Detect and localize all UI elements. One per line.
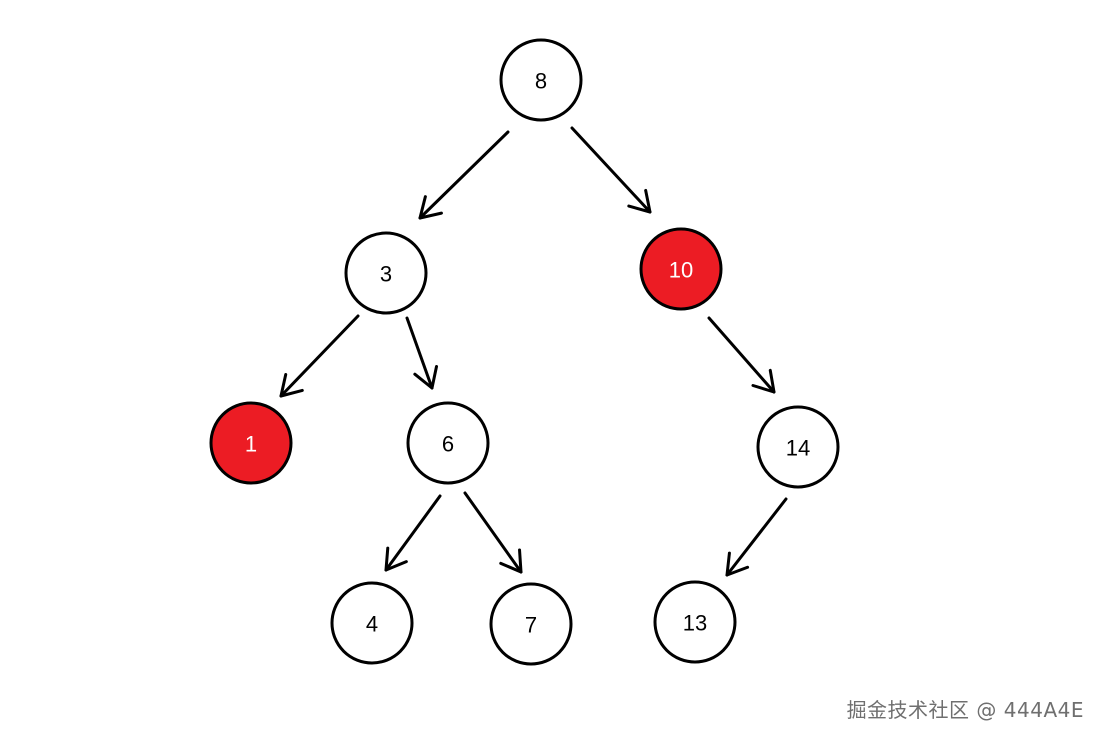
node-label: 10 bbox=[669, 258, 693, 283]
node-circle bbox=[653, 580, 737, 664]
node-label: 14 bbox=[786, 436, 810, 461]
edge-line bbox=[405, 316, 434, 390]
node-circle bbox=[344, 231, 428, 315]
tree-node-4: 4 bbox=[330, 581, 414, 665]
arrowhead-icon bbox=[413, 364, 439, 390]
node-layer: 8 3 10 1 6 14 4 7 13 bbox=[209, 38, 840, 666]
edge-arrow-n6-n7 bbox=[463, 491, 523, 574]
watermark-text: 掘金技术社区 @ 444A4E bbox=[846, 698, 1084, 722]
node-label: 8 bbox=[535, 69, 547, 94]
edge-arrow-n10-n14 bbox=[707, 316, 776, 394]
node-circle bbox=[406, 401, 490, 485]
red-node-circle bbox=[639, 227, 723, 311]
node-circle bbox=[489, 582, 573, 666]
edge-arrow-n8-n3 bbox=[418, 130, 510, 220]
tree-node-6: 6 bbox=[406, 401, 490, 485]
edge-line bbox=[384, 494, 442, 572]
tree-node-7: 7 bbox=[489, 582, 573, 666]
red-node-circle bbox=[209, 401, 293, 485]
edge-line bbox=[725, 497, 788, 577]
node-label: 13 bbox=[683, 611, 707, 636]
node-circle bbox=[330, 581, 414, 665]
edge-line bbox=[418, 130, 510, 220]
edge-arrow-n14-n13 bbox=[725, 497, 788, 577]
arrowhead-icon bbox=[499, 548, 523, 574]
tree-node-1: 1 bbox=[209, 401, 293, 485]
edge-line bbox=[279, 314, 360, 398]
node-label: 4 bbox=[366, 612, 378, 637]
tree-node-8: 8 bbox=[499, 38, 583, 122]
edge-arrow-n3-n1 bbox=[279, 314, 360, 398]
node-label: 6 bbox=[442, 432, 454, 457]
node-label: 3 bbox=[380, 262, 392, 287]
arrowhead-icon bbox=[725, 551, 750, 577]
node-circle bbox=[499, 38, 583, 122]
edge-line bbox=[707, 316, 776, 394]
tree-node-3: 3 bbox=[344, 231, 428, 315]
tree-node-14: 14 bbox=[756, 405, 840, 489]
arrowhead-icon bbox=[627, 188, 652, 214]
arrowhead-icon bbox=[751, 368, 776, 394]
edge-line bbox=[463, 491, 523, 574]
tree-node-13: 13 bbox=[653, 580, 737, 664]
arrowhead-icon bbox=[279, 373, 304, 398]
node-label: 1 bbox=[245, 432, 257, 457]
tree-node-10: 10 bbox=[639, 227, 723, 311]
edge-arrow-n3-n6 bbox=[405, 316, 439, 390]
arrowhead-icon bbox=[384, 546, 408, 572]
node-circle bbox=[756, 405, 840, 489]
edge-arrow-n8-n10 bbox=[570, 126, 652, 214]
node-label: 7 bbox=[525, 613, 537, 638]
edge-line bbox=[570, 126, 652, 214]
arrowhead-icon bbox=[418, 195, 443, 220]
edge-layer bbox=[279, 126, 788, 577]
edge-arrow-n6-n4 bbox=[384, 494, 442, 572]
